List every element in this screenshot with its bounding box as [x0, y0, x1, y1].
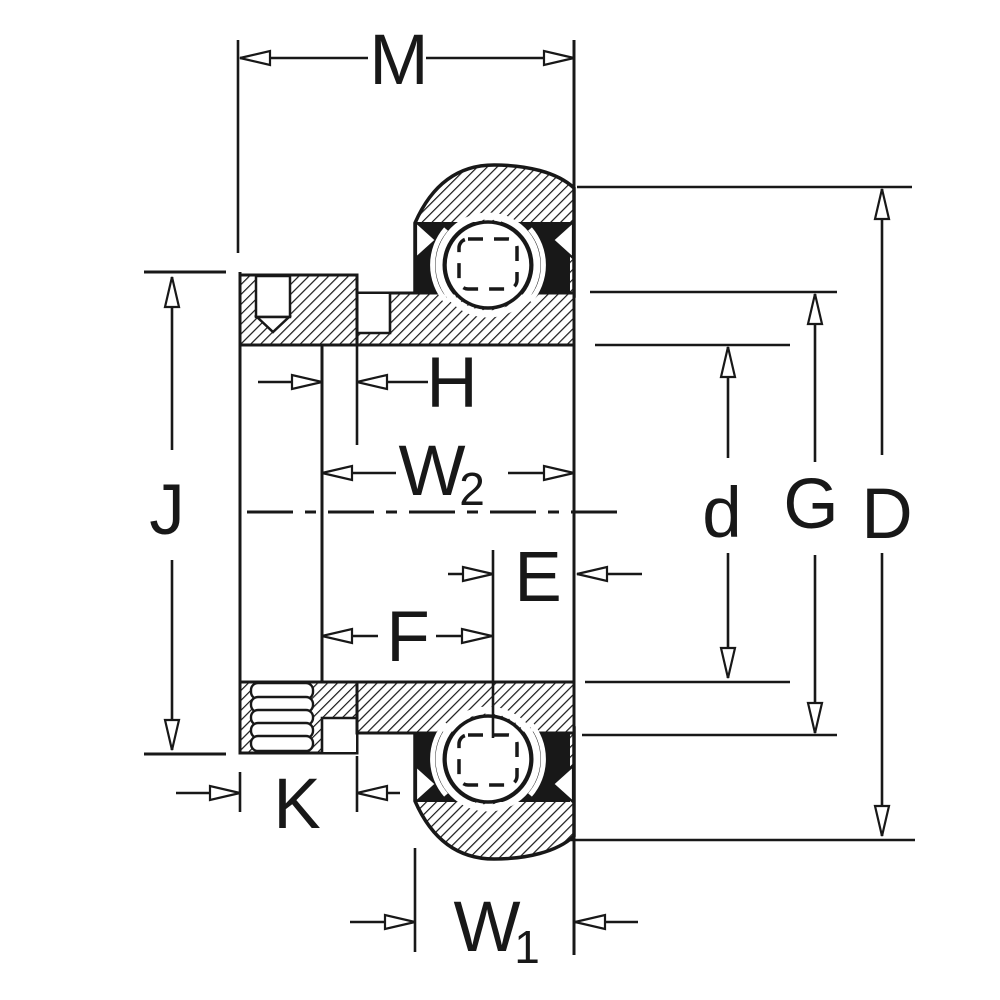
dim-label-W2-subscript: 2	[459, 463, 485, 515]
arrowhead-M-left	[239, 49, 272, 67]
arrowhead-M-right	[542, 49, 575, 67]
dim-label-M: M	[369, 21, 428, 100]
top-left-seal-lip	[430, 227, 448, 303]
arrowhead-W2-left	[321, 464, 354, 482]
top-ball-row	[430, 212, 546, 318]
arrowhead-d-bottom	[719, 646, 737, 679]
dim-label-d: d	[702, 474, 742, 553]
inner-ring-top-recess	[358, 294, 389, 332]
arrowhead-G-bottom	[806, 701, 824, 734]
dimension-M: M	[236, 21, 575, 253]
dimension-H: H	[258, 344, 478, 423]
bottom-right-seal-lip	[528, 721, 546, 797]
arrowhead-H-left	[290, 373, 323, 391]
arrowhead-d-top	[719, 346, 737, 379]
arrowhead-F-right	[460, 627, 493, 645]
arrowhead-G-top	[806, 293, 824, 326]
inner-ring-top-recess-edge	[358, 294, 392, 335]
dimension-W1: W 1	[350, 848, 638, 973]
top-raceway-gap	[435, 212, 541, 318]
locking-collar-bottom	[238, 680, 359, 755]
dim-label-D: D	[861, 475, 912, 554]
arrowhead-J-bottom	[163, 718, 181, 751]
dim-label-K: K	[273, 765, 320, 844]
bearing-cross-section	[238, 40, 576, 955]
top-ball-hidden-bore	[457, 237, 519, 291]
top-left-seal-gap	[414, 219, 438, 261]
collar-bottom-recess	[323, 719, 356, 752]
bottom-ball	[443, 714, 533, 804]
dimension-J: J	[144, 270, 226, 756]
dim-label-J: J	[149, 471, 185, 550]
set-screw-bottom-knurl	[249, 681, 315, 753]
arrowhead-F-left	[321, 627, 354, 645]
arrowhead-D-bottom	[873, 804, 891, 837]
dim-label-F: F	[386, 598, 429, 677]
arrowhead-W2-right	[542, 464, 575, 482]
arrowhead-J-top	[163, 276, 181, 309]
bottom-left-seal-lip	[430, 721, 448, 797]
dim-label-E: E	[514, 538, 561, 617]
bottom-raceway-gap	[435, 706, 541, 812]
dim-label-W2: W	[398, 432, 465, 511]
arrowhead-E-left	[461, 565, 494, 583]
bottom-left-seal-gap	[414, 763, 438, 805]
arrowhead-K-left	[208, 784, 241, 802]
arrowhead-W1-left	[383, 913, 416, 931]
set-screw-top-slot	[254, 274, 292, 319]
arrowhead-W1-right	[574, 913, 607, 931]
dimension-D: D	[568, 185, 915, 842]
arrowhead-K-right	[356, 784, 389, 802]
dim-label-H: H	[426, 344, 477, 423]
dimension-d: d	[585, 343, 790, 684]
top-right-seal-lip	[528, 227, 546, 303]
bottom-ball-hidden-bore	[457, 733, 519, 787]
bottom-ball-row	[430, 706, 546, 812]
top-ball	[443, 220, 533, 310]
dimension-G: G	[582, 290, 839, 737]
arrowhead-D-top	[873, 188, 891, 221]
dim-label-G: G	[783, 465, 838, 544]
arrowhead-H-right	[356, 373, 389, 391]
dimension-W2: W 2	[321, 432, 575, 515]
collar-bottom-recess-edge	[320, 716, 356, 752]
dim-label-W1-subscript: 1	[514, 921, 540, 973]
arrowhead-E-right	[576, 565, 609, 583]
set-screw-top-point	[253, 315, 293, 334]
dimension-F: F	[321, 598, 493, 677]
dimension-E: E	[448, 538, 642, 738]
dim-label-W1: W	[453, 888, 520, 967]
dimension-K: K	[176, 756, 400, 844]
locking-collar-top	[238, 273, 359, 347]
